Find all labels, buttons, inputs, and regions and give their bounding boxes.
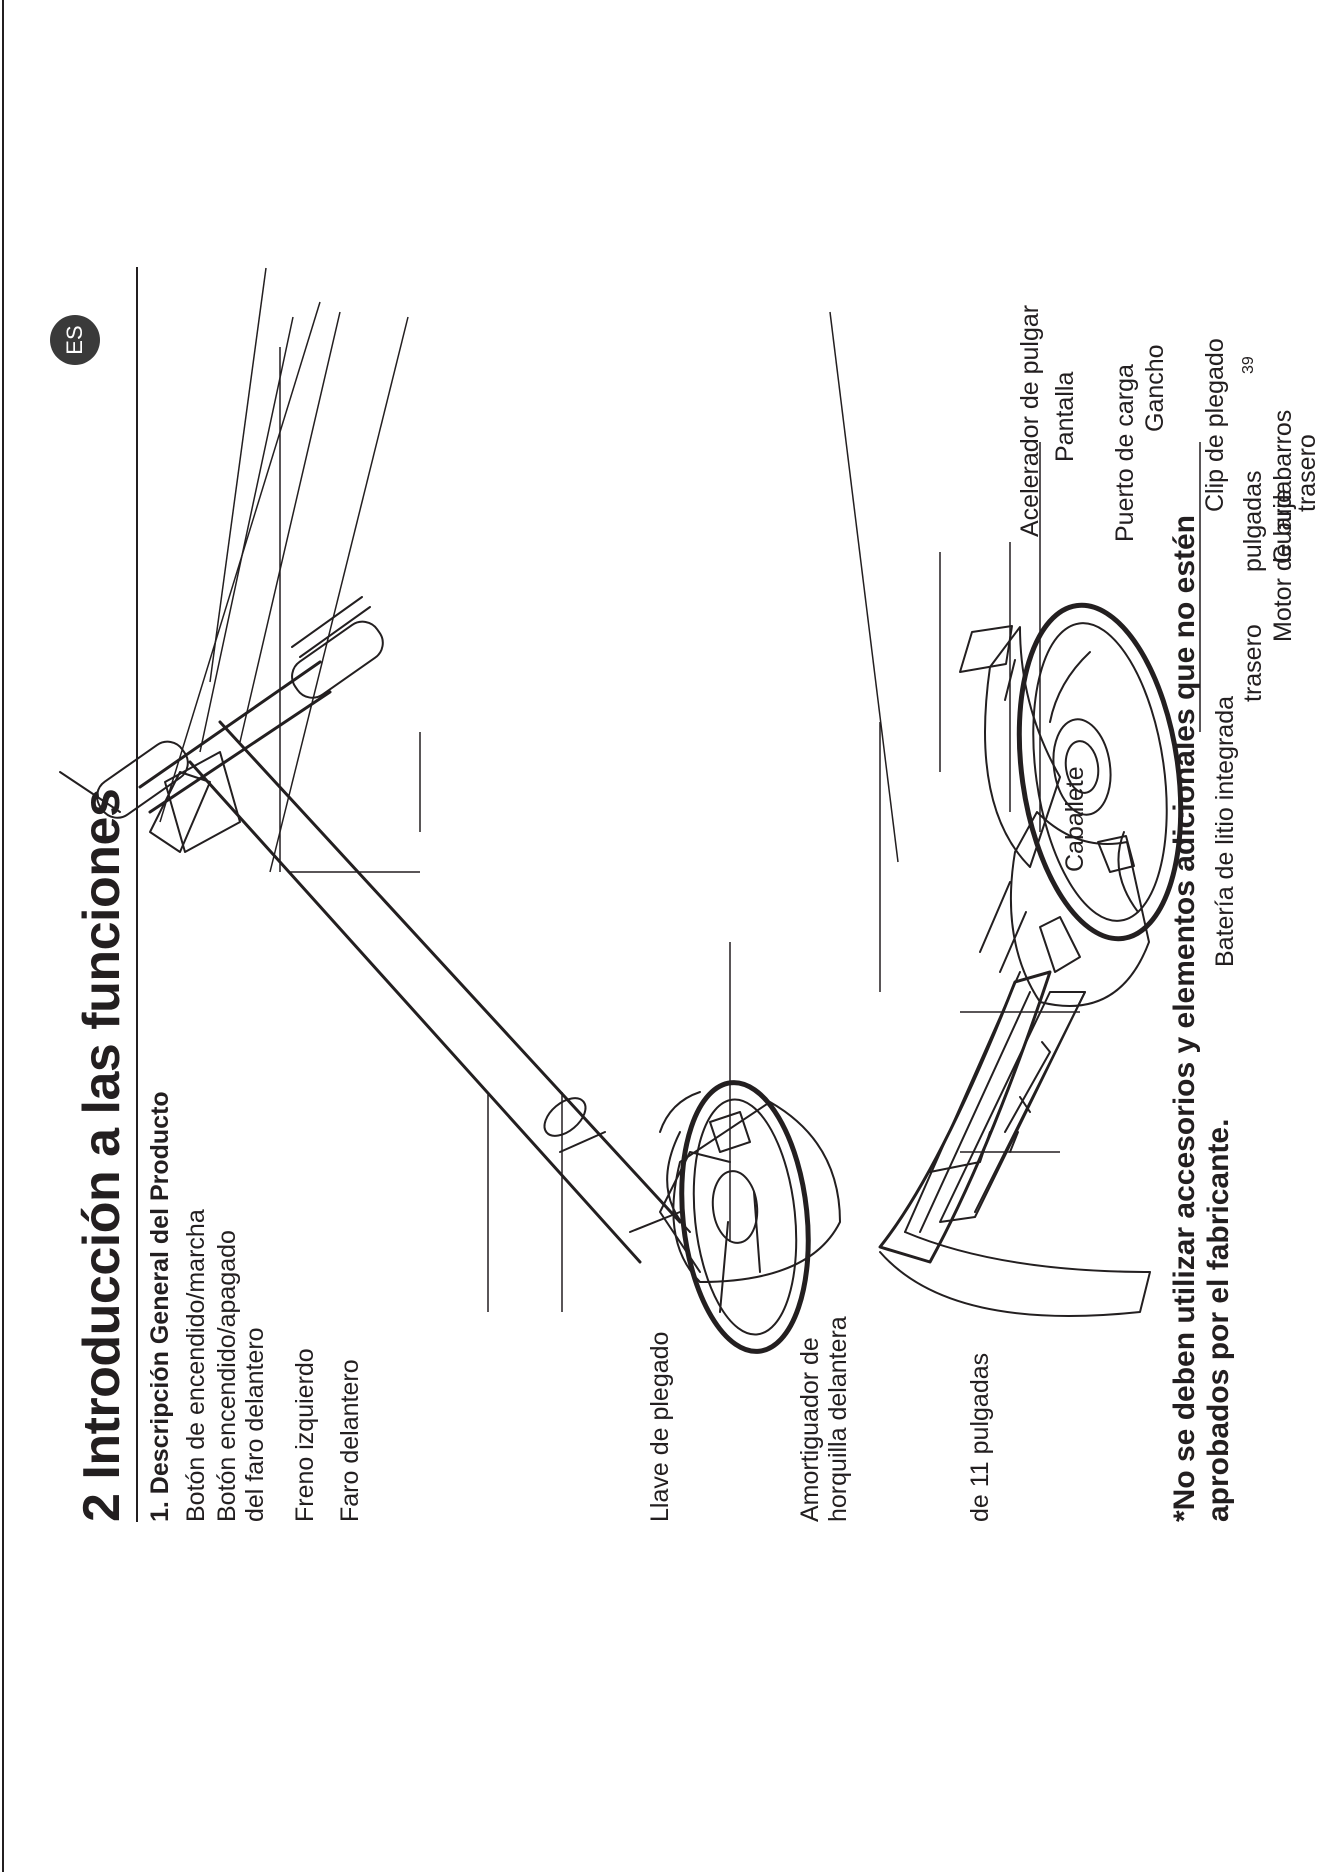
label-headlight-button-line2: del faro delantero	[241, 1327, 269, 1522]
deck-drawing	[878, 970, 1151, 1317]
title-underline	[136, 267, 138, 1522]
label-left-brake: Freno izquierdo	[291, 1348, 319, 1522]
page-number: 39	[1240, 356, 1257, 374]
page-title: 2 Introducción a las funciones	[73, 788, 131, 1522]
label-headlight: Faro delantero	[336, 1359, 364, 1522]
rear-wheel-drawing	[1016, 602, 1184, 942]
label-kickstand: Caballete	[1061, 766, 1089, 872]
kickstand-drawing	[1004, 1041, 1051, 1133]
manufacturer-note: *No se deben utilizar accesorios y eleme…	[1168, 514, 1235, 1522]
label-hook: Gancho	[1141, 344, 1169, 432]
folding-joint-drawing	[659, 1091, 841, 1283]
label-headlight-button-line1: Botón encendido/apagado	[213, 1230, 241, 1522]
label-folding-key: Llave de plegado	[646, 1331, 674, 1522]
front-wheel-drawing	[659, 1080, 811, 1354]
stem-drawing	[188, 720, 682, 1264]
label-shock-line1: Amortiguador de	[796, 1337, 824, 1522]
label-display: Pantalla	[1051, 371, 1079, 462]
label-power-button: Botón de encendido/marcha	[182, 1209, 210, 1522]
page-edge-rule	[2, 0, 4, 1872]
label-hub-motor: Motor de buje	[1269, 489, 1297, 642]
label-tire-size: de 11 pulgadas	[966, 1352, 994, 1522]
label-inches: pulgadas	[1239, 470, 1267, 572]
label-thumb-throttle: Acelerador de pulgar	[1016, 304, 1044, 537]
label-charging-port: Puerto de carga	[1111, 364, 1139, 542]
label-rear: trasero	[1239, 624, 1267, 702]
handlebar-drawing	[59, 596, 384, 853]
label-shock-line2: horquilla delantera	[824, 1316, 852, 1522]
section-subtitle: 1. Descripción General del Producto	[146, 1091, 174, 1522]
rear-frame-drawing	[979, 811, 1150, 1007]
language-badge: ES	[50, 315, 100, 365]
battery-drawing	[939, 991, 1086, 1223]
